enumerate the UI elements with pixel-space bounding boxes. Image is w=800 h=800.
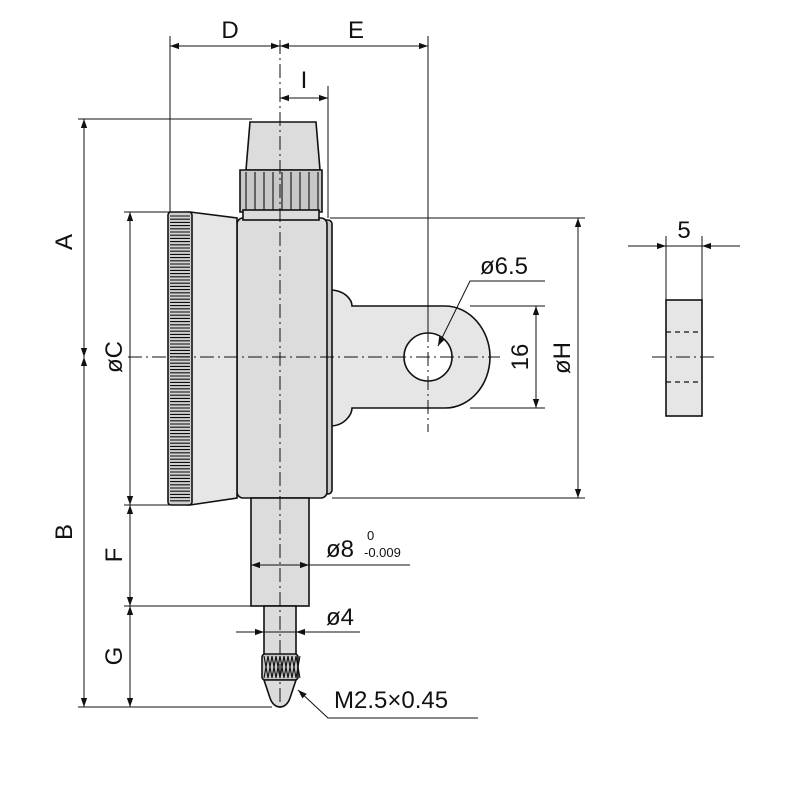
dim-label-contact-dia: ø4 (326, 604, 354, 631)
case-body (236, 217, 328, 499)
knurl-line (295, 655, 301, 679)
dim-label-c: øC (101, 341, 128, 373)
extension-lines (78, 36, 703, 708)
dim-label-thread: M2.5×0.45 (334, 687, 448, 714)
knurl-line (291, 655, 297, 679)
dim-label-g: G (101, 647, 128, 666)
dim-label-f: F (101, 548, 128, 563)
dim-label-lug-height: 16 (507, 344, 534, 371)
contact-point (261, 653, 301, 708)
knurl-line (263, 655, 269, 679)
dim-label-stem-tol-upper: 0 (367, 528, 374, 543)
dim-label-b: B (51, 524, 78, 540)
back-lug (329, 289, 491, 427)
lug-side-view (665, 299, 703, 417)
knurl-line (275, 655, 281, 679)
dim-label-stem-tol-lower: -0.009 (364, 545, 401, 560)
knurl-line (283, 655, 289, 679)
bezel-knurling (167, 211, 193, 506)
dim-label-a: A (51, 234, 78, 250)
dim-label-stem-dia: ø8 (326, 536, 354, 563)
knurl-line (287, 655, 293, 679)
knurl-line (271, 655, 277, 679)
knurl-line (279, 655, 285, 679)
dim-label-i: I (301, 67, 308, 94)
dim-label-h: øH (549, 342, 576, 374)
dim-label-lug-thickness: 5 (677, 217, 690, 244)
dim-label-d: D (221, 17, 238, 44)
dim-label-e: E (348, 17, 364, 44)
dim-label-hole-dia: ø6.5 (480, 253, 528, 280)
knurl-line (267, 655, 273, 679)
stem-cap (239, 121, 323, 221)
